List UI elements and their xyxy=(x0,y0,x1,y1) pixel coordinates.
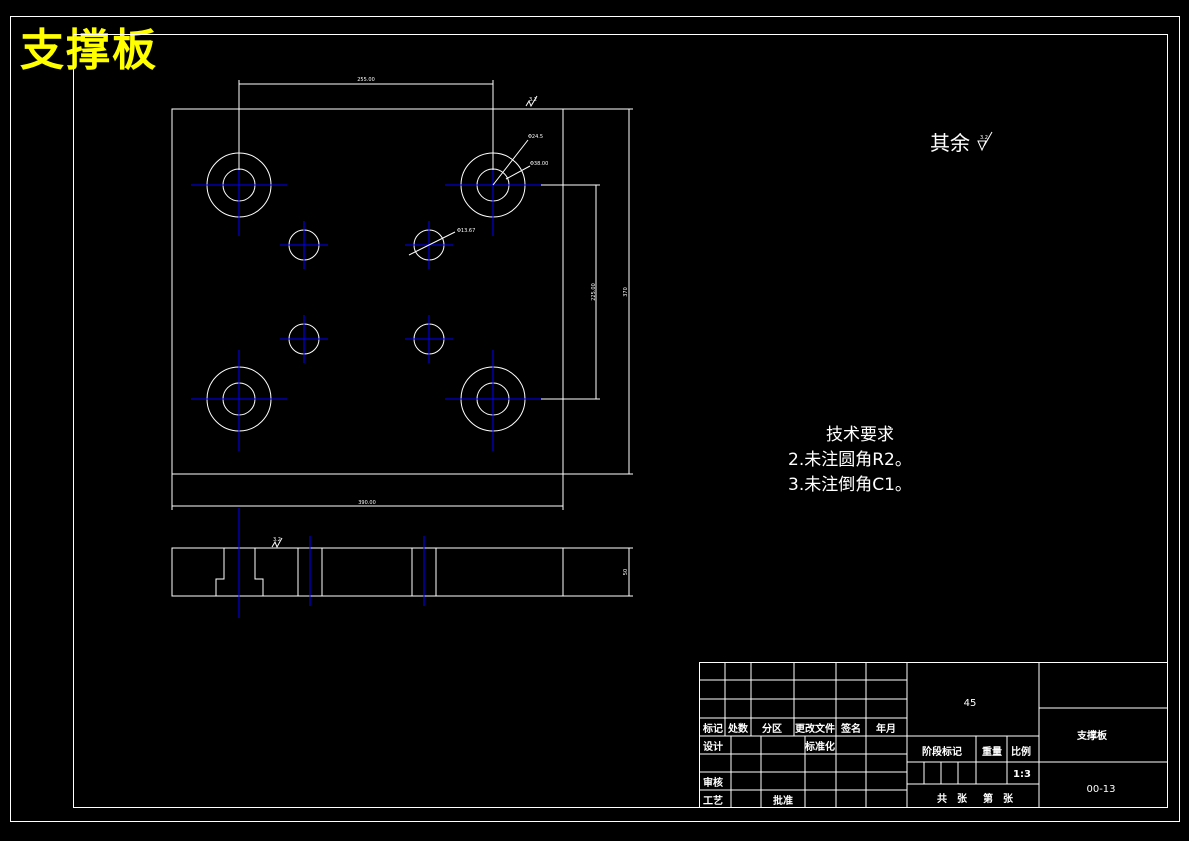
dim-bottom-width: 390.00 xyxy=(171,474,564,510)
surface-mark-top-text: 3.2 xyxy=(529,97,537,103)
tech-req-item-1: 2.未注圆角R2。 xyxy=(788,450,912,470)
tb-scale-value: 1:3 xyxy=(1013,769,1031,780)
tb-standardization: 标准化 xyxy=(804,740,835,753)
dim-top-width-text: 255.00 xyxy=(357,77,375,83)
tb-sheets-total: 共 xyxy=(937,792,947,805)
tb-sheet-unit: 张 xyxy=(1003,792,1014,805)
dim-right-height: 225.00 xyxy=(541,184,600,400)
tb-header-sign: 签名 xyxy=(840,722,861,735)
leader-large-bore: Φ24.5 Φ38.00 xyxy=(492,134,548,186)
tb-stage-mark: 阶段标记 xyxy=(922,745,962,758)
side-view: 3.2 50 xyxy=(171,508,633,618)
tb-header-date: 年月 xyxy=(876,722,896,735)
large-hole-bl xyxy=(191,350,287,451)
side-outline xyxy=(171,547,564,597)
surface-mark-side-text: 3.2 xyxy=(273,537,281,543)
tb-weight: 重量 xyxy=(982,745,1002,758)
tb-header-mark: 标记 xyxy=(702,722,723,735)
plate-outline xyxy=(171,108,564,475)
remaining-roughness-text: 其余 xyxy=(930,131,970,155)
tb-drawing-no: 00-13 xyxy=(1086,784,1115,795)
large-hole-br xyxy=(445,350,541,451)
tech-req-item-2: 3.未注倒角C1。 xyxy=(788,475,912,495)
surface-mark-top: 3.2 xyxy=(525,95,538,108)
tb-review: 审核 xyxy=(703,776,723,789)
tb-header-zone: 分区 xyxy=(762,722,782,735)
dim-outer-height-text: 370 xyxy=(623,287,629,297)
top-view: 255.00 3.2 Φ24.5 Φ38.00 Φ13.67 225.00 xyxy=(171,77,633,510)
dim-top-width: 255.00 xyxy=(238,77,494,170)
tb-part-name: 支撑板 xyxy=(1076,729,1108,742)
tb-sheets-unit: 张 xyxy=(957,792,968,805)
remaining-roughness-note: 其余 3.2 xyxy=(930,131,993,155)
small-hole-4 xyxy=(405,315,453,363)
tb-header-count: 处数 xyxy=(727,722,749,735)
dim-right-height-text: 225.00 xyxy=(591,283,597,301)
dim-outer-height: 370 xyxy=(563,108,633,475)
tb-design: 设计 xyxy=(703,740,723,753)
drawing-title: 支撑板 xyxy=(20,25,158,76)
tb-approve: 批准 xyxy=(773,794,793,807)
remaining-roughness-value: 3.2 xyxy=(980,135,988,141)
tb-sheet-no: 第 xyxy=(983,792,993,805)
small-hole-3 xyxy=(280,315,328,363)
small-hole-text: Φ13.67 xyxy=(457,228,475,234)
large-bore-text: Φ24.5 xyxy=(528,134,543,140)
title-block: 标记 处数 分区 更改文件 签名 年月 设计 标准化 审核 工艺 批准 45 阶… xyxy=(699,662,1168,808)
small-hole-1 xyxy=(280,221,328,269)
tech-req-heading: 技术要求 xyxy=(826,425,894,445)
tb-header-change: 更改文件 xyxy=(795,722,835,735)
large-bore-outer-text: Φ38.00 xyxy=(530,161,548,167)
tb-material: 45 xyxy=(964,698,977,709)
dim-bottom-width-text: 390.00 xyxy=(358,500,376,506)
technical-requirements: 技术要求 2.未注圆角R2。 3.未注倒角C1。 xyxy=(788,425,912,495)
inner-border xyxy=(73,34,1168,808)
outer-border xyxy=(10,16,1180,822)
leader-small-hole: Φ13.67 xyxy=(408,228,475,256)
tb-process: 工艺 xyxy=(703,794,723,807)
tb-scale-label: 比例 xyxy=(1011,745,1031,758)
dim-side-thickness-text: 50 xyxy=(623,569,629,575)
